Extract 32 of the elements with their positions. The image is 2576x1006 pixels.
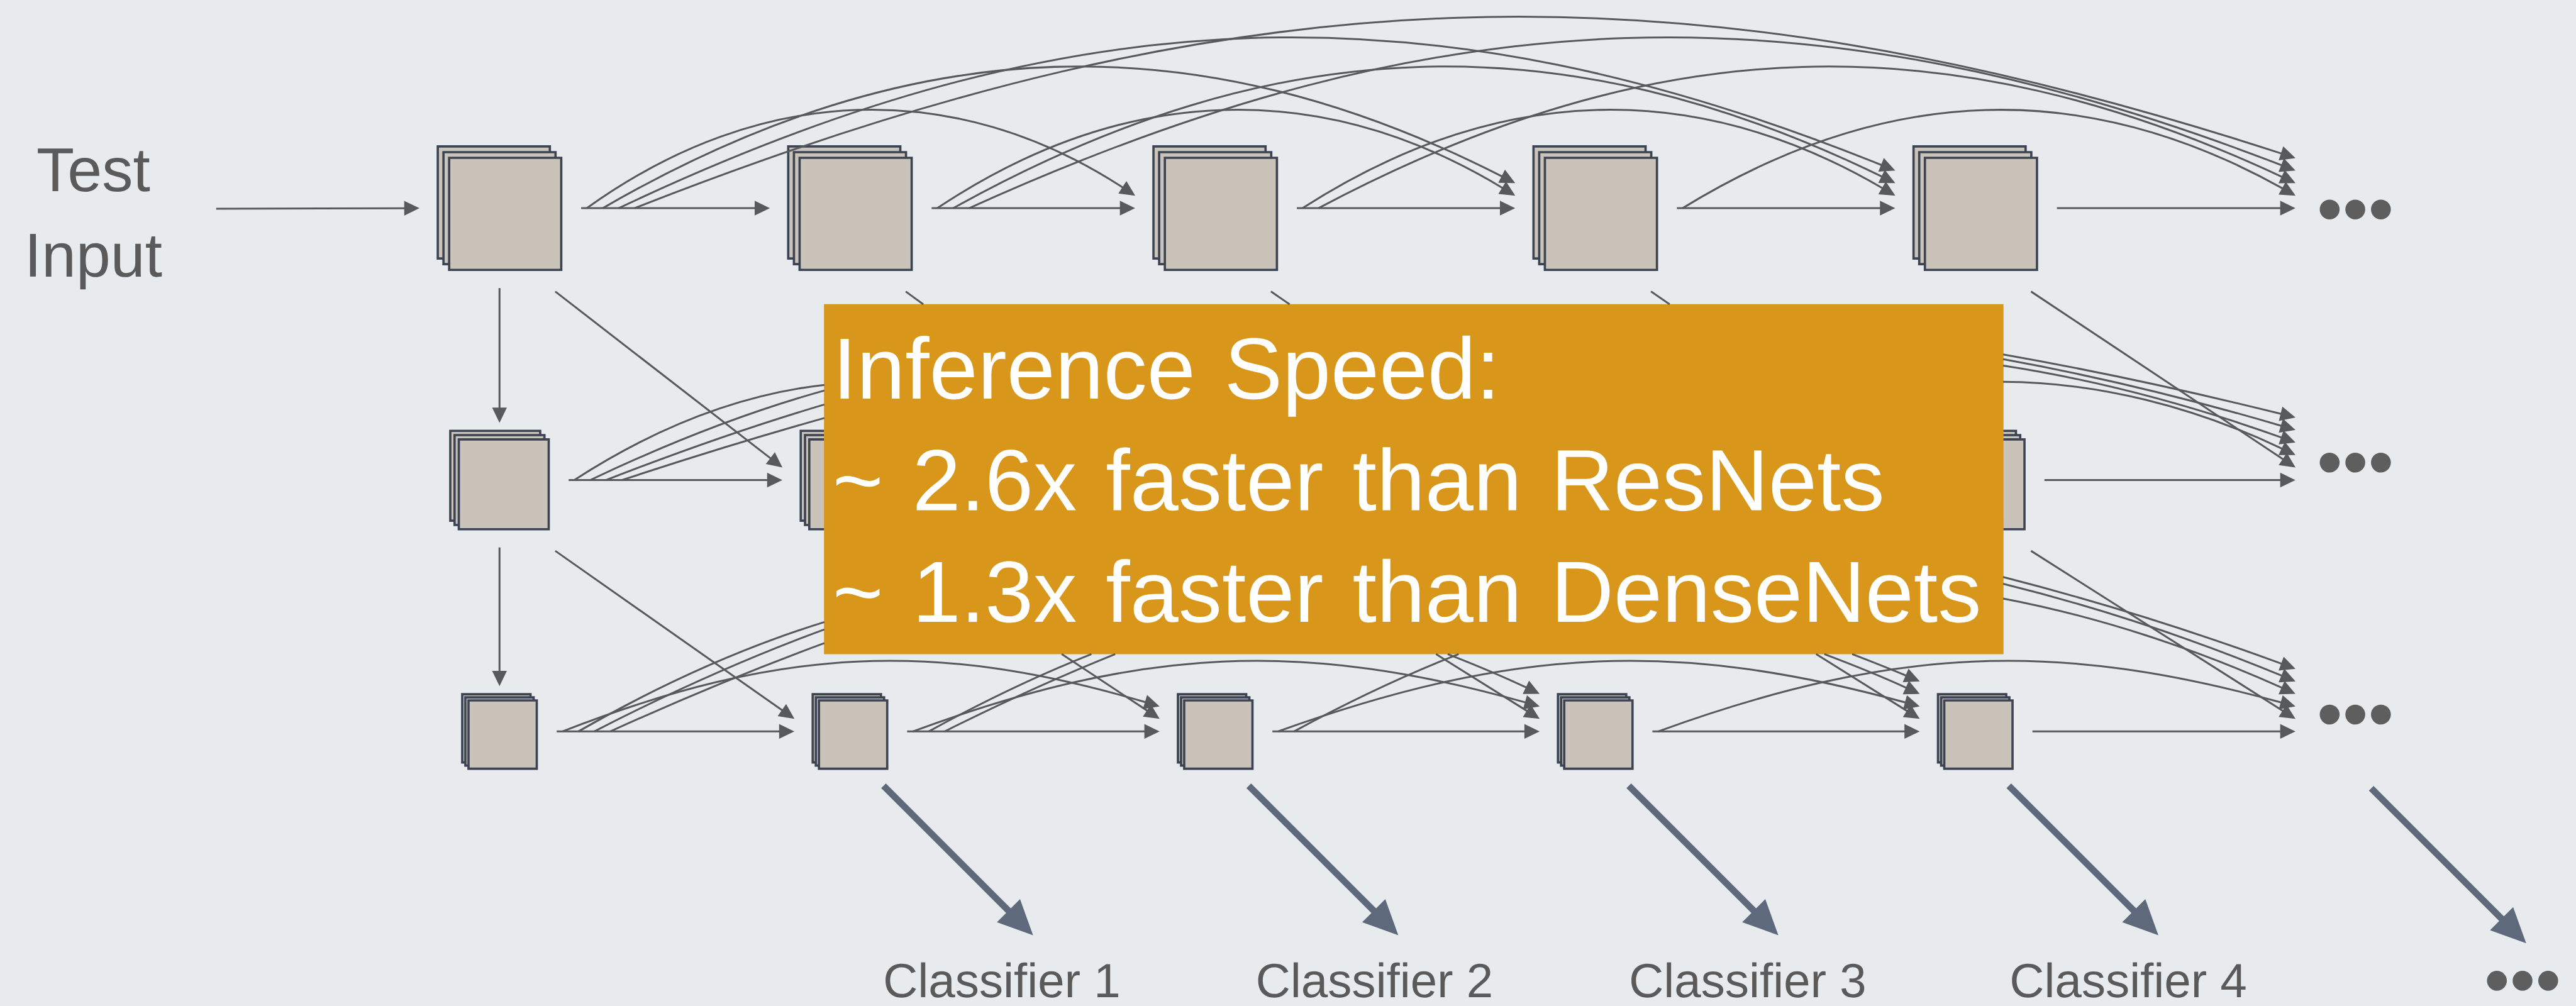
curved-line: [609, 642, 825, 732]
curved-line: [1293, 653, 1459, 732]
curved-line: [606, 403, 825, 481]
block-stack: [1557, 693, 1634, 770]
callout-box: Inference Speed: ~ 2.6x faster than ResNets ~ 1.3x faster than DenseNets: [824, 304, 2004, 655]
block-stack: [1152, 145, 1279, 271]
block-stack: [436, 145, 563, 271]
block-stack: [1912, 145, 2038, 271]
input-label: Test Input: [30, 148, 162, 290]
classifier-label: Classifier 4: [2012, 962, 2246, 998]
block-stack: [2002, 429, 2026, 531]
classifier-label: Classifier 3: [1631, 962, 1865, 998]
ellipsis: •••: [2319, 452, 2391, 473]
line: [1270, 290, 1291, 306]
classifier-label: Classifier 1: [886, 962, 1118, 998]
ellipsis: •••: [2487, 971, 2558, 991]
block-stack: [1936, 693, 2014, 770]
line: [905, 290, 924, 306]
ellipsis: •••: [2319, 704, 2391, 725]
block-stack: [811, 693, 889, 770]
ellipsis: •••: [2319, 199, 2391, 219]
classifier-label: Classifier 2: [1258, 962, 1491, 998]
block-stack: [1177, 693, 1254, 770]
curved-line: [928, 653, 1092, 732]
block-stack: [449, 429, 550, 531]
block-stack: [461, 693, 538, 770]
line: [1650, 290, 1670, 306]
block-stack: [787, 145, 913, 271]
curved-line: [944, 653, 1116, 732]
block-stack: [1532, 145, 1658, 271]
curved-line: [621, 417, 825, 481]
block-stack: [799, 429, 826, 531]
